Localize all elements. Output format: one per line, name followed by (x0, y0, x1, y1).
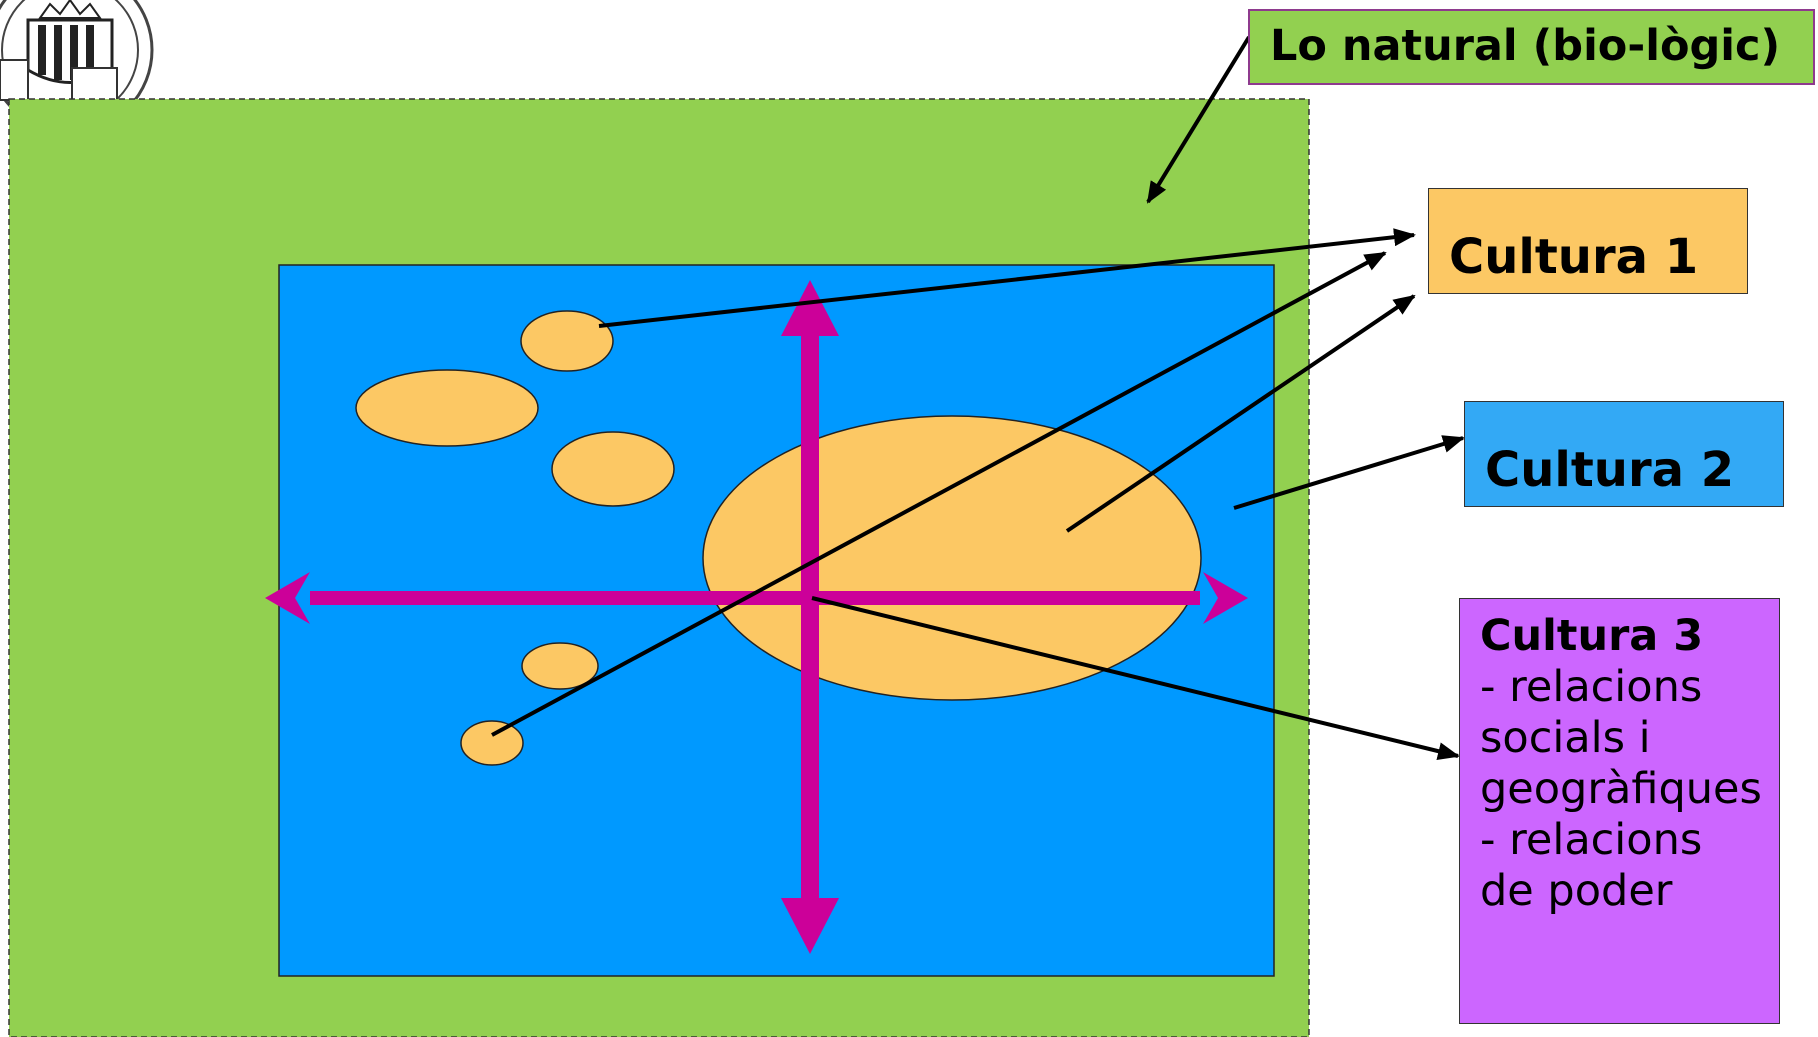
culture1-island-top (520, 310, 614, 372)
cultura2-label: Cultura 2 (1485, 442, 1735, 498)
cultura3-label-box: Cultura 3 - relacions socials i geogràfi… (1459, 598, 1780, 1024)
cultura3-line-2: socials i (1480, 713, 1651, 763)
cultura1-label-box: Cultura 1 (1428, 188, 1748, 294)
cultura3-line-5: de poder (1480, 866, 1673, 916)
cultura2-label-box: Cultura 2 (1464, 401, 1784, 507)
university-seal-icon (0, 0, 154, 134)
arrow-c3 (811, 596, 1460, 760)
horizontal-axis-right-head (1203, 572, 1248, 624)
cultura1-label: Cultura 1 (1449, 229, 1699, 285)
horizontal-axis-left-head (265, 572, 310, 624)
arrow-c2 (1233, 435, 1465, 510)
power-axes (265, 280, 1248, 954)
cultura3-line-3: geogràfiques (1480, 764, 1762, 814)
arrow-to-nature (1146, 35, 1251, 204)
cultura3-line-4: - relacions (1480, 815, 1703, 865)
culture1-islands (355, 310, 1202, 766)
arrow-c1-top (598, 228, 1416, 328)
culture1-island-bottom (460, 720, 524, 766)
pointer-arrows (491, 35, 1465, 760)
natural-label-box: Lo natural (bio-lògic) (1248, 9, 1815, 85)
vertical-axis-bottom-head (781, 898, 839, 954)
cultura3-line-1: - relacions (1480, 662, 1703, 712)
vertical-axis-top-head (781, 280, 839, 336)
cultura3-title: Cultura 3 (1480, 611, 1704, 661)
culture1-island-middle (551, 431, 675, 507)
culture1-island-large (702, 415, 1202, 701)
natural-label: Lo natural (bio-lògic) (1270, 21, 1781, 71)
culture1-island-small (521, 642, 599, 690)
arrow-c1-bottom (491, 251, 1387, 737)
culture1-island-left (355, 369, 539, 447)
arrow-c1-large (1065, 294, 1416, 533)
